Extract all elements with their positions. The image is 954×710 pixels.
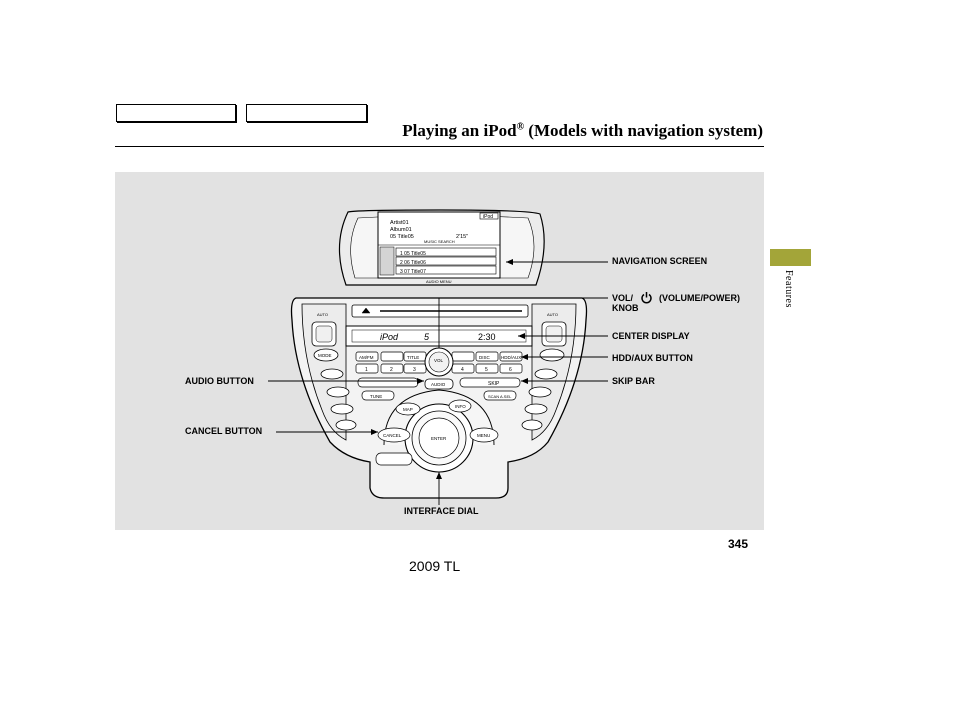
- page-title: Playing an iPod® (Models with navigation…: [402, 121, 763, 140]
- skip-bar-callout: SKIP BAR: [612, 376, 655, 386]
- hdd-aux-button-callout: HDD/AUX BUTTON: [612, 353, 693, 363]
- power-icon: [640, 291, 653, 306]
- am-fm-button[interactable]: AM/FM: [359, 355, 374, 360]
- cancel-button-callout: CANCEL BUTTON: [185, 426, 263, 436]
- preset-button[interactable]: 6: [509, 367, 512, 373]
- display-time: 2:30: [478, 332, 496, 342]
- mode-button-label[interactable]: MODE: [318, 353, 332, 358]
- section-tab-label: Features: [783, 270, 794, 308]
- info-button-label[interactable]: INFO: [455, 404, 466, 409]
- hdd-aux-button[interactable]: HDD/AUX: [501, 355, 521, 360]
- screen-badge: iPod: [483, 214, 493, 220]
- map-button-label[interactable]: MAP: [403, 407, 413, 412]
- screen-music-search: MUSIC SEARCH: [424, 239, 455, 244]
- knob-callout: KNOB: [612, 303, 639, 313]
- vol-callout-suffix: (VOLUME/POWER): [659, 293, 741, 303]
- header-tab-right: [246, 104, 367, 122]
- enter-button-label[interactable]: ENTER: [431, 436, 447, 441]
- passenger-auto-label[interactable]: AUTO: [547, 312, 558, 317]
- screen-list-item: 2 06 Title06: [400, 260, 426, 266]
- vol-callout-prefix: VOL/: [612, 293, 634, 303]
- menu-button-label[interactable]: MENU: [477, 433, 490, 438]
- screen-list-item: 3 07 Title07: [400, 269, 426, 275]
- disc-button[interactable]: DISC: [479, 355, 491, 360]
- page-number: 345: [728, 537, 749, 551]
- preset-button[interactable]: 4: [461, 367, 464, 373]
- display-track: 5: [424, 332, 430, 342]
- driver-auto-label[interactable]: AUTO: [317, 312, 328, 317]
- screen-artist: Artist01: [390, 220, 409, 226]
- screen-track: 05 Title05: [390, 234, 414, 240]
- preset-button[interactable]: 2: [390, 367, 393, 373]
- screen-list-item: 1 05 Title05: [400, 251, 426, 257]
- header-tab-left: [116, 104, 236, 122]
- center-display-callout: CENTER DISPLAY: [612, 331, 690, 341]
- preset-button[interactable]: 1: [365, 367, 368, 373]
- vol-knob-label[interactable]: VOL: [434, 358, 444, 363]
- skip-bar-label[interactable]: SKIP: [488, 381, 500, 387]
- interface-dial-callout: INTERFACE DIAL: [404, 506, 479, 516]
- display-mode: iPod: [380, 332, 399, 342]
- header-rule: [115, 146, 764, 147]
- navigation-screen-callout: NAVIGATION SCREEN: [612, 256, 708, 266]
- screen-album: Album01: [390, 227, 412, 233]
- cancel-button-label[interactable]: CANCEL: [383, 433, 402, 438]
- audio-button-callout: AUDIO BUTTON: [185, 376, 254, 386]
- section-tab[interactable]: [770, 249, 811, 266]
- scan-button-label[interactable]: SCAN A.SEL: [488, 394, 512, 399]
- title-button[interactable]: TITLE: [407, 355, 419, 360]
- footer-model: 2009 TL: [409, 558, 461, 574]
- preset-button[interactable]: 5: [485, 367, 488, 373]
- screen-audio-menu: AUDIO MENU: [426, 279, 452, 284]
- vol-knob-callout: VOL/ (VOLUME/POWER): [612, 291, 740, 306]
- audio-button-label[interactable]: AUDIO: [431, 382, 446, 387]
- tune-bar-label[interactable]: TUNE: [370, 394, 382, 399]
- preset-button[interactable]: 3: [413, 367, 416, 373]
- screen-time: 2'15": [456, 234, 468, 240]
